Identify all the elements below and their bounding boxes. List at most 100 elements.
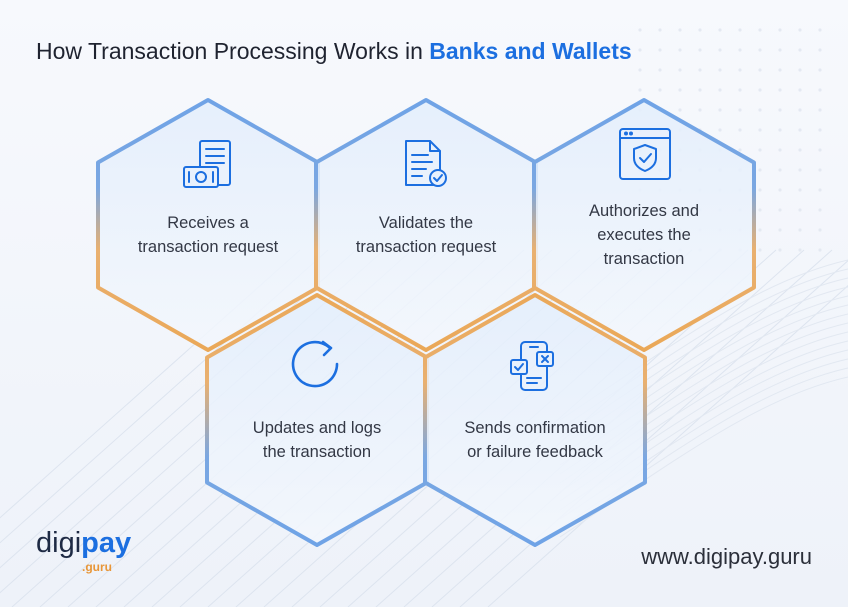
page-title-highlight: Banks and Wallets xyxy=(429,38,632,64)
bg-dot xyxy=(818,128,822,132)
bg-dot xyxy=(638,68,642,72)
bg-dot xyxy=(758,68,762,72)
bg-dot xyxy=(698,68,702,72)
bg-dot xyxy=(818,228,822,232)
bg-dot xyxy=(778,208,782,212)
bg-dot xyxy=(758,128,762,132)
bg-dot xyxy=(638,28,642,32)
refresh-icon xyxy=(291,340,339,388)
step-hexagon xyxy=(532,98,756,352)
step-label-line: executes the xyxy=(597,226,691,244)
shield-check-icon xyxy=(619,128,671,180)
step-label-line: or failure feedback xyxy=(467,443,603,461)
step-label-line: Updates and logs xyxy=(252,419,382,437)
bg-dot xyxy=(758,88,762,92)
bg-dot xyxy=(818,188,822,192)
bg-dot xyxy=(738,88,742,92)
step-hexagon xyxy=(423,293,647,547)
step-label: Authorizes and executes the transaction xyxy=(549,199,739,271)
bg-dot xyxy=(758,188,762,192)
step-label-line: Authorizes and xyxy=(588,202,700,220)
step-label: Receives a transaction request xyxy=(113,211,303,259)
bg-dot xyxy=(798,48,802,52)
bg-dot xyxy=(778,128,782,132)
bg-dot xyxy=(818,248,822,252)
bg-dot xyxy=(698,28,702,32)
bg-dot xyxy=(818,148,822,152)
bg-dot xyxy=(778,48,782,52)
step-label: Validates the transaction request xyxy=(331,211,521,259)
bg-dot xyxy=(718,128,722,132)
bg-dot xyxy=(738,128,742,132)
bg-dot xyxy=(758,208,762,212)
bg-dot xyxy=(738,48,742,52)
bg-dot xyxy=(798,208,802,212)
brand-part1: digi xyxy=(36,527,82,559)
step-label-line: transaction request xyxy=(137,238,279,256)
step-label-line: Validates the xyxy=(378,214,474,232)
bg-dot xyxy=(758,28,762,32)
website-url[interactable]: www.digipay.guru xyxy=(641,544,812,569)
bg-dot xyxy=(778,88,782,92)
phone-feedback-icon xyxy=(510,341,554,391)
step-label-line: transaction xyxy=(603,250,685,268)
bg-dot xyxy=(678,48,682,52)
page-title: How Transaction Processing Works in Bank… xyxy=(36,38,632,65)
bg-dot xyxy=(698,88,702,92)
bg-dot xyxy=(678,68,682,72)
bg-dot xyxy=(758,228,762,232)
document-check-icon xyxy=(405,140,447,187)
bg-dot xyxy=(698,108,702,112)
bg-dot xyxy=(758,108,762,112)
bg-dot xyxy=(798,68,802,72)
bg-dot xyxy=(718,88,722,92)
bg-dot xyxy=(718,108,722,112)
bg-dot xyxy=(818,68,822,72)
bg-dot xyxy=(758,248,762,252)
brand-part2: pay xyxy=(81,527,132,559)
bg-dot xyxy=(738,28,742,32)
bg-dot xyxy=(778,188,782,192)
bg-dot xyxy=(798,188,802,192)
bg-line xyxy=(459,260,848,607)
step-label-line: transaction request xyxy=(355,238,497,256)
bg-dot xyxy=(718,48,722,52)
bg-dot xyxy=(798,148,802,152)
bg-dot xyxy=(638,88,642,92)
bg-dot xyxy=(798,108,802,112)
bg-dot xyxy=(778,248,782,252)
bg-dot xyxy=(798,228,802,232)
bg-dot xyxy=(758,168,762,172)
bg-dot xyxy=(778,168,782,172)
bg-dot xyxy=(758,148,762,152)
bg-dot xyxy=(738,148,742,152)
bg-dot xyxy=(658,48,662,52)
bg-dot xyxy=(678,108,682,112)
bg-dot xyxy=(718,28,722,32)
bg-dot xyxy=(778,148,782,152)
bg-line xyxy=(487,285,848,607)
bg-dot xyxy=(678,88,682,92)
bg-dot xyxy=(798,128,802,132)
bg-dot xyxy=(818,108,822,112)
bg-dot xyxy=(798,28,802,32)
brand-sub: .guru xyxy=(82,560,112,574)
bg-dot xyxy=(658,88,662,92)
bg-dot xyxy=(818,48,822,52)
bg-dot xyxy=(818,28,822,32)
brand-logo: digipay xyxy=(36,528,131,558)
bg-dot xyxy=(798,88,802,92)
bg-dot xyxy=(778,28,782,32)
bg-dot xyxy=(678,28,682,32)
bg-dot xyxy=(778,68,782,72)
bg-dot xyxy=(818,168,822,172)
bg-dot xyxy=(818,208,822,212)
bg-dot xyxy=(738,68,742,72)
step-label-line: Receives a xyxy=(167,214,249,232)
bg-dot xyxy=(778,228,782,232)
bg-dot xyxy=(638,48,642,52)
bg-dot xyxy=(798,248,802,252)
bg-dot xyxy=(758,48,762,52)
